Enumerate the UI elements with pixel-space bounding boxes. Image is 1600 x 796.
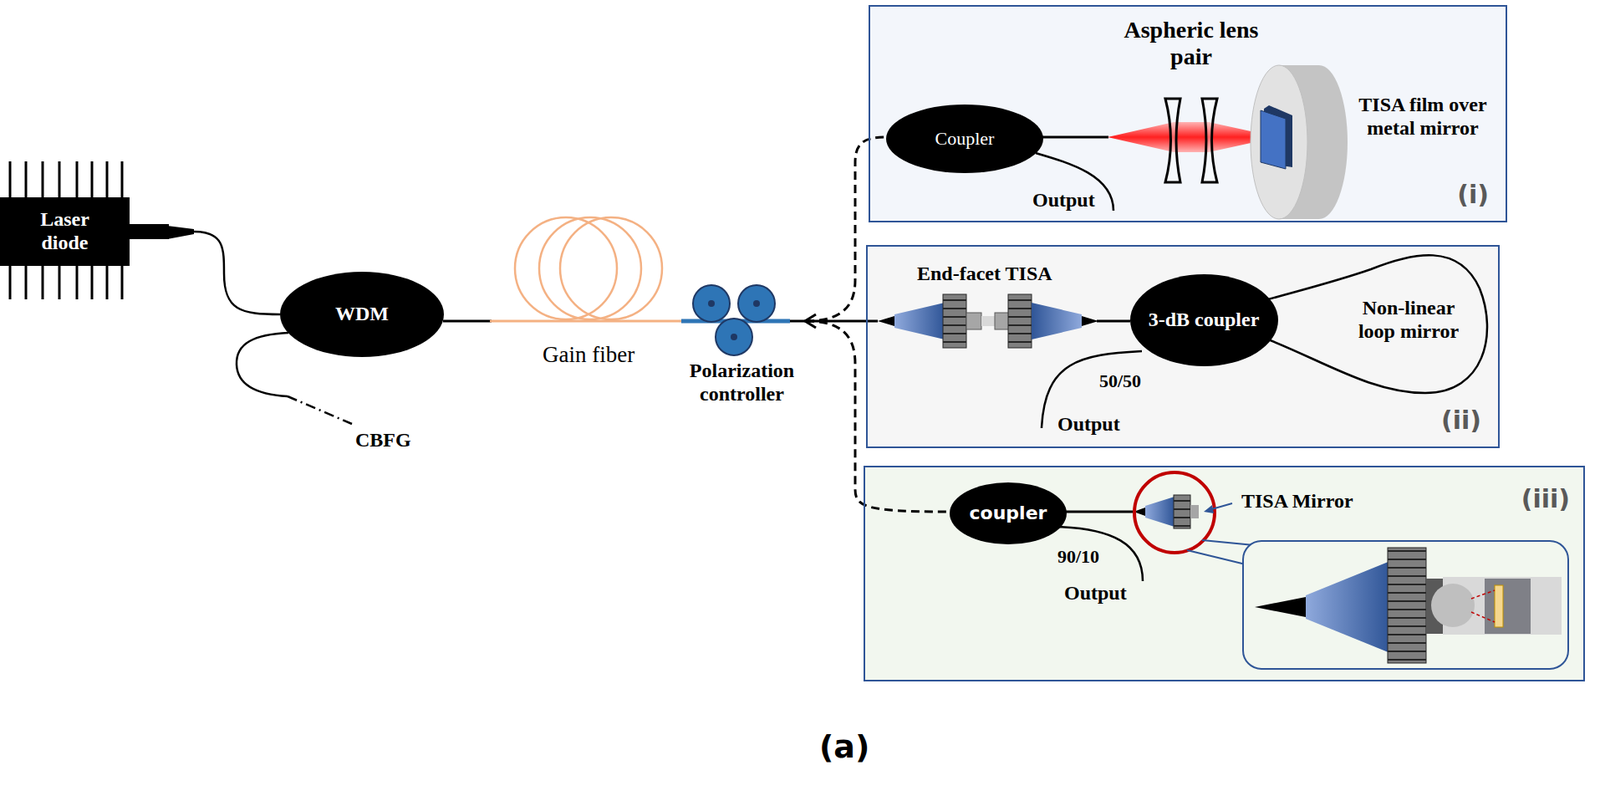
panel-grounds <box>863 5 1585 682</box>
label-holder: TISA film over metal mirror <box>1343 93 1503 140</box>
figure-tag: (a) <box>819 728 870 766</box>
laser-pigtail <box>125 224 194 240</box>
panel-ii-parts <box>877 254 1488 429</box>
label-holder: 50/50 <box>1099 370 1142 392</box>
label-holder: Output <box>1032 188 1096 213</box>
laser-diode-box: Laser diode <box>0 197 130 266</box>
part-label: Output <box>1064 581 1127 606</box>
node-label: coupler <box>969 502 1048 524</box>
label-holder: (a) <box>819 728 870 766</box>
coupler-ellipse: Coupler <box>886 104 1044 174</box>
dashed-branches <box>805 137 950 512</box>
label-holder: CBFG <box>355 428 412 453</box>
part-label: Gain fiber <box>542 341 635 368</box>
part-label: End-facet TISA <box>917 262 1053 286</box>
part-label: Non-linear loop mirror <box>1345 296 1472 343</box>
panel-number: (i) <box>1457 179 1489 209</box>
panel-number: (ii) <box>1441 405 1482 435</box>
part-label: Output <box>1032 188 1096 213</box>
config-panel: (iii) coupler <box>863 465 1585 682</box>
label-holder: End-facet TISA <box>917 262 1053 286</box>
node-label: WDM <box>335 302 389 327</box>
fiber-connector <box>129 231 281 315</box>
part-label: 50/50 <box>1099 370 1142 392</box>
label-holder: Non-linear loop mirror <box>1345 296 1472 343</box>
part-label: Output <box>1057 412 1121 437</box>
label-holder: TISA Mirror <box>1241 489 1354 514</box>
coupler-ellipse: coupler <box>949 482 1067 545</box>
label-holder: Gain fiber <box>542 341 635 368</box>
part-label: CBFG <box>355 428 412 453</box>
label-holder: Output <box>1057 412 1121 437</box>
panel-iii-parts <box>1056 472 1569 669</box>
node-label: Laser diode <box>23 208 108 255</box>
gain-fiber <box>443 217 694 322</box>
part-label: TISA film over metal mirror <box>1343 93 1503 140</box>
label-holder: Aspheric lens pair <box>1120 16 1263 71</box>
label-holder: Output <box>1064 581 1127 606</box>
part-label: TISA Mirror <box>1241 489 1354 514</box>
coupler-ellipse: 3-dB coupler <box>1130 274 1279 367</box>
part-label: 90/10 <box>1057 545 1100 567</box>
node-label: 3-dB coupler <box>1148 308 1260 332</box>
polarization-controller <box>681 285 878 356</box>
panel-number: (iii) <box>1521 484 1570 514</box>
label-holder: Polarization controller <box>677 359 807 406</box>
label-holder: 90/10 <box>1057 545 1100 567</box>
part-label: Aspheric lens pair <box>1120 16 1263 71</box>
wdm-ellipse: WDM <box>280 271 444 357</box>
part-label: Polarization controller <box>677 359 807 406</box>
node-label: Coupler <box>935 127 995 149</box>
